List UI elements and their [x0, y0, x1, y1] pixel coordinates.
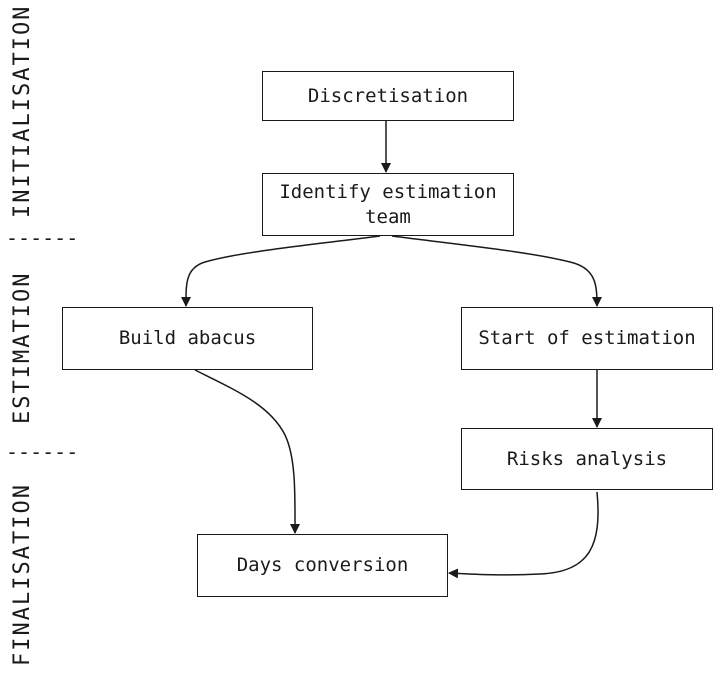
arrow-identify-to-start [391, 235, 602, 307]
node-label: Days conversion [236, 554, 409, 577]
arrow-risks-to-days [448, 491, 599, 579]
node-start-of-estimation: Start of estimation [461, 307, 713, 370]
node-days-conversion: Days conversion [197, 534, 448, 597]
node-label: Start of estimation [478, 327, 696, 350]
phase-divider: ------ [6, 440, 79, 464]
node-risks-analysis: Risks analysis [461, 428, 713, 490]
node-label: Build abacus [118, 327, 257, 350]
node-identify-estimation-team: Identify estimation team [262, 173, 514, 236]
node-label: Identify estimation team [279, 180, 497, 228]
arrow-build-to-days [194, 369, 301, 534]
node-label: Discretisation [307, 84, 469, 107]
arrow-identify-to-build [180, 235, 381, 307]
node-build-abacus: Build abacus [62, 307, 313, 370]
node-label: Risks analysis [506, 447, 668, 470]
phase-divider: ------ [6, 226, 79, 250]
node-discretisation: Discretisation [262, 71, 514, 121]
